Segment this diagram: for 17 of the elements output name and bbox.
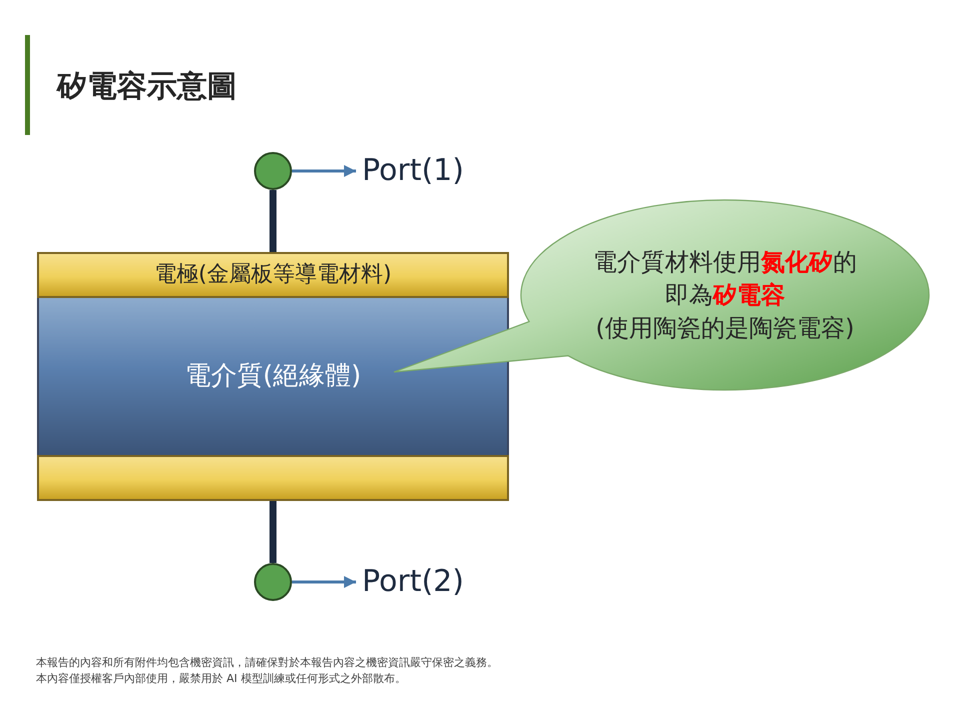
port-label: Port(2) [356, 561, 464, 603]
terminal-circle [254, 152, 292, 190]
port-label: Port(1) [356, 150, 464, 192]
arrow [292, 576, 356, 588]
title: 矽電容示意圖 [57, 68, 237, 106]
wire [270, 501, 276, 563]
disclaimer-text: 本內容僅授權客戶內部使用，嚴禁用於 AI 模型訓練或任何形式之外部散布。 [36, 671, 406, 687]
electrode-plate [37, 455, 509, 501]
callout-text: 電介質材料使用氮化矽的即為矽電容 [592, 247, 858, 311]
terminal-circle [254, 563, 292, 601]
callout-text: (使用陶瓷的是陶瓷電容) [594, 313, 856, 344]
speech-bubble [393, 198, 931, 392]
wire [270, 190, 276, 252]
arrow [292, 165, 356, 177]
electrode-plate: 電極(金屬板等導電材料) [37, 252, 509, 298]
disclaimer-text: 本報告的內容和所有附件均包含機密資訊，請確保對於本報告內容之機密資訊嚴守保密之義務。 [36, 655, 498, 671]
dielectric-layer: 電介質(絕緣體) [37, 298, 509, 455]
